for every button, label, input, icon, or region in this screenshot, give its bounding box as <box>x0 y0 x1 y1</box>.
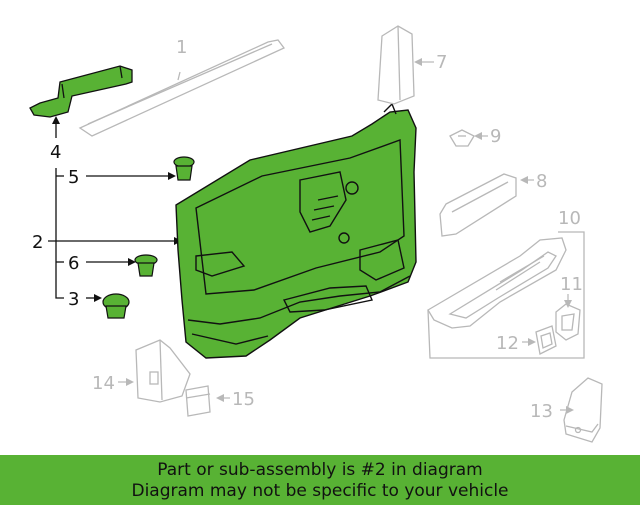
part-15-retainer[interactable] <box>185 385 211 417</box>
callout-12: 12 <box>496 333 519 354</box>
part-12-switch[interactable] <box>535 325 557 355</box>
arrow-4 <box>52 116 60 124</box>
callout-7: 7 <box>436 52 447 73</box>
callout-10: 10 <box>558 208 581 229</box>
part-2-door-trim-panel[interactable] <box>175 102 417 359</box>
arrow-9 <box>474 132 482 140</box>
callout-1: 1 <box>176 37 187 58</box>
arrow-5 <box>168 172 176 180</box>
arrow-11 <box>564 300 572 308</box>
part-11-switch[interactable] <box>555 303 581 341</box>
arrow-12 <box>528 338 536 346</box>
callout-11: 11 <box>560 274 583 295</box>
callout-5: 5 <box>68 167 79 188</box>
part-14-bracket[interactable] <box>135 339 191 403</box>
part-6-clip[interactable] <box>134 254 158 277</box>
arrow-8 <box>520 176 528 184</box>
arrow-7 <box>414 58 422 66</box>
arrow-15 <box>216 394 224 402</box>
part-5-clip[interactable] <box>173 156 195 181</box>
info-banner: Part or sub-assembly is #2 in diagram Di… <box>0 455 640 505</box>
part-3-fastener[interactable] <box>102 293 130 319</box>
part-10-switch-panel[interactable] <box>427 231 585 359</box>
part-8-handle-bracket[interactable] <box>439 173 517 237</box>
banner-line-2: Diagram may not be specific to your vehi… <box>131 481 509 501</box>
leader-group-2 <box>48 168 176 299</box>
part-4-bracket[interactable] <box>29 65 133 118</box>
callout-14: 14 <box>92 373 115 394</box>
part-7-trim-piece[interactable] <box>377 25 415 105</box>
callout-8: 8 <box>536 171 547 192</box>
callout-6: 6 <box>68 253 79 274</box>
arrow-3 <box>94 294 102 302</box>
part-9-clip[interactable] <box>449 129 475 147</box>
callout-9: 9 <box>490 126 501 147</box>
parts-diagram: 1 4 2 5 6 3 <box>29 25 603 443</box>
arrow-13 <box>566 406 574 414</box>
callout-4: 4 <box>50 142 61 163</box>
callout-15: 15 <box>232 389 255 410</box>
banner-line-1: Part or sub-assembly is #2 in diagram <box>157 460 483 480</box>
callout-13: 13 <box>530 401 553 422</box>
part-13-bracket[interactable] <box>563 377 603 443</box>
arrow-6 <box>128 258 136 266</box>
callout-2: 2 <box>32 232 43 253</box>
part-1-belt-molding[interactable] <box>78 39 286 137</box>
callout-3: 3 <box>68 289 79 310</box>
arrow-14 <box>126 378 134 386</box>
